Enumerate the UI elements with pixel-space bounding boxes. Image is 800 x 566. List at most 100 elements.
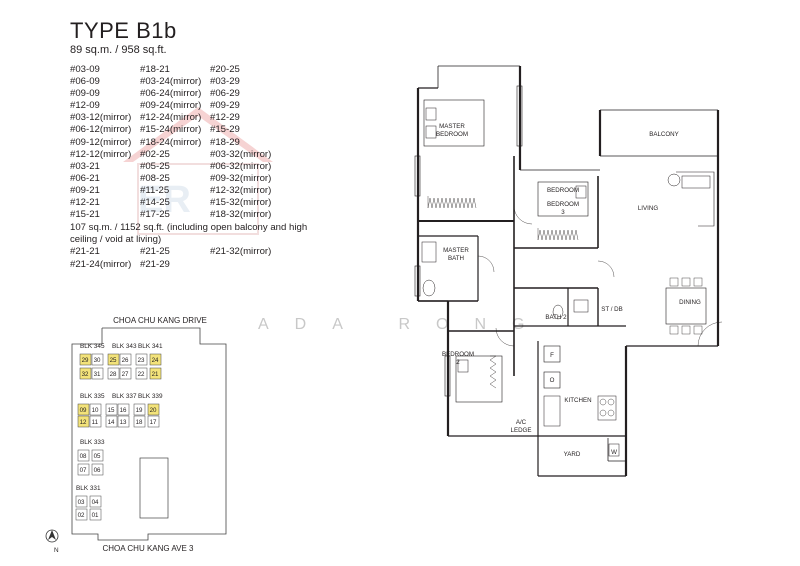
block-cell bbox=[105, 403, 118, 416]
watermark-logo: ER bbox=[123, 107, 273, 235]
unit-number: #02-25 bbox=[140, 148, 170, 160]
room-ac-ledge-1: A/C bbox=[516, 419, 527, 426]
room-store: ST / DB bbox=[601, 306, 623, 313]
block-cell-label: 26 bbox=[122, 357, 129, 364]
unit-number: #06-29 bbox=[210, 88, 240, 100]
room-bedroom2-1: BEDROOM bbox=[442, 351, 474, 358]
block-cell bbox=[91, 463, 104, 476]
block-cell-label: 03 bbox=[78, 499, 85, 506]
unit-grid: #03-09#18-21#20-25#06-09#03-24(mirror)#0… bbox=[70, 64, 310, 221]
room-fridge: F bbox=[550, 352, 554, 359]
unit-number: #18-29 bbox=[210, 136, 240, 148]
block-cell bbox=[149, 367, 162, 380]
block-cell bbox=[147, 403, 160, 416]
block-cell bbox=[133, 415, 146, 428]
unit-number: #12-09 bbox=[70, 100, 100, 112]
room-balcony: BALCONY bbox=[649, 131, 679, 138]
block-cell bbox=[91, 449, 104, 462]
block-cell bbox=[149, 353, 162, 366]
block-label: BLK 345 bbox=[80, 343, 105, 350]
room-yard: YARD bbox=[564, 451, 581, 458]
block-cell-label: 22 bbox=[138, 371, 145, 378]
block-cell bbox=[89, 495, 102, 508]
block-cell-label: 10 bbox=[92, 407, 99, 414]
block-label: BLK 339 bbox=[138, 393, 163, 400]
block-cell bbox=[105, 415, 118, 428]
room-bedroom2-2: 2 bbox=[456, 359, 460, 366]
room-bedroom3-1: BEDROOM bbox=[547, 201, 579, 208]
block-cell bbox=[135, 353, 148, 366]
block-cell-label: 30 bbox=[94, 357, 101, 364]
unit-number: #12-12(mirror) bbox=[70, 148, 132, 160]
block-cell-label: 04 bbox=[92, 499, 99, 506]
block-cell-label: 28 bbox=[110, 371, 117, 378]
unit-number: #18-32(mirror) bbox=[210, 209, 272, 221]
block-cell bbox=[77, 403, 90, 416]
unit-number: #08-25 bbox=[140, 172, 170, 184]
block-cell bbox=[75, 495, 88, 508]
block-cell-label: 20 bbox=[150, 407, 157, 414]
unit-number: #18-24(mirror) bbox=[140, 136, 202, 148]
block-cell-label: 18 bbox=[136, 419, 143, 426]
unit-number: #21-24(mirror) bbox=[70, 258, 132, 270]
watermark-text: ADA RONG bbox=[258, 316, 551, 333]
block-cell bbox=[117, 415, 130, 428]
block-cell bbox=[107, 367, 120, 380]
block-cell-label: 01 bbox=[92, 512, 99, 519]
block-cell-label: 11 bbox=[92, 419, 99, 426]
block-cell-label: 21 bbox=[152, 371, 159, 378]
block-cell-label: 08 bbox=[80, 453, 87, 460]
room-bedroom: BEDROOM bbox=[547, 187, 579, 194]
block-cell bbox=[89, 508, 102, 521]
unit-number: #15-29 bbox=[210, 124, 240, 136]
block-cell bbox=[77, 415, 90, 428]
unit-number: #15-24(mirror) bbox=[140, 124, 202, 136]
svg-text:ER: ER bbox=[138, 179, 191, 221]
unit-number: #21-29 bbox=[140, 258, 170, 270]
unit-number: #03-29 bbox=[210, 76, 240, 88]
unit-number: #09-21 bbox=[70, 184, 100, 196]
block-cell-label: 12 bbox=[80, 419, 87, 426]
unit-number: #03-24(mirror) bbox=[140, 76, 202, 88]
room-master-bedroom-1: MASTER bbox=[439, 123, 465, 130]
room-oven: O bbox=[550, 377, 555, 384]
unit-number: #06-21 bbox=[70, 172, 100, 184]
unit-number: #11-25 bbox=[140, 184, 170, 196]
block-cell bbox=[119, 353, 132, 366]
unit-number: #03-21 bbox=[70, 160, 100, 172]
block-cell bbox=[89, 403, 102, 416]
unit-number: #12-32(mirror) bbox=[210, 184, 272, 196]
block-label: BLK 337 bbox=[112, 393, 137, 400]
page-title: TYPE B1b bbox=[70, 18, 177, 43]
unit-number: #03-32(mirror) bbox=[210, 148, 272, 160]
block-cell bbox=[107, 353, 120, 366]
unit-list: #03-09#18-21#20-25#06-09#03-24(mirror)#0… bbox=[70, 64, 310, 271]
unit-number: #06-12(mirror) bbox=[70, 124, 132, 136]
unit-number: #03-09 bbox=[70, 64, 100, 75]
unit-number: #21-32(mirror) bbox=[210, 246, 272, 258]
block-cell bbox=[117, 403, 130, 416]
unit-number: #03-12(mirror) bbox=[70, 112, 132, 124]
unit-number: #06-32(mirror) bbox=[210, 160, 272, 172]
block-cell-label: 13 bbox=[120, 419, 127, 426]
room-dining: DINING bbox=[679, 299, 701, 306]
block-cell-label: 25 bbox=[110, 357, 117, 364]
block-cell-label: 15 bbox=[108, 407, 115, 414]
block-label: BLK 341 bbox=[138, 343, 163, 350]
block-cell bbox=[77, 463, 90, 476]
block-label: BLK 335 bbox=[80, 393, 105, 400]
block-cell-label: 31 bbox=[94, 371, 101, 378]
block-cell bbox=[91, 367, 104, 380]
unit-number: #21-25 bbox=[140, 246, 170, 258]
block-cell-label: 27 bbox=[122, 371, 129, 378]
unit-number: #06-09 bbox=[70, 76, 100, 88]
block-cell-label: 09 bbox=[80, 407, 87, 414]
unit-area: 89 sq.m. / 958 sq.ft. bbox=[70, 44, 167, 56]
block-cell-label: 16 bbox=[120, 407, 127, 414]
block-cell bbox=[147, 415, 160, 428]
room-ac-ledge-2: LEDGE bbox=[511, 427, 532, 434]
unit-number: #12-21 bbox=[70, 197, 100, 209]
unit-number: #09-09 bbox=[70, 88, 100, 100]
